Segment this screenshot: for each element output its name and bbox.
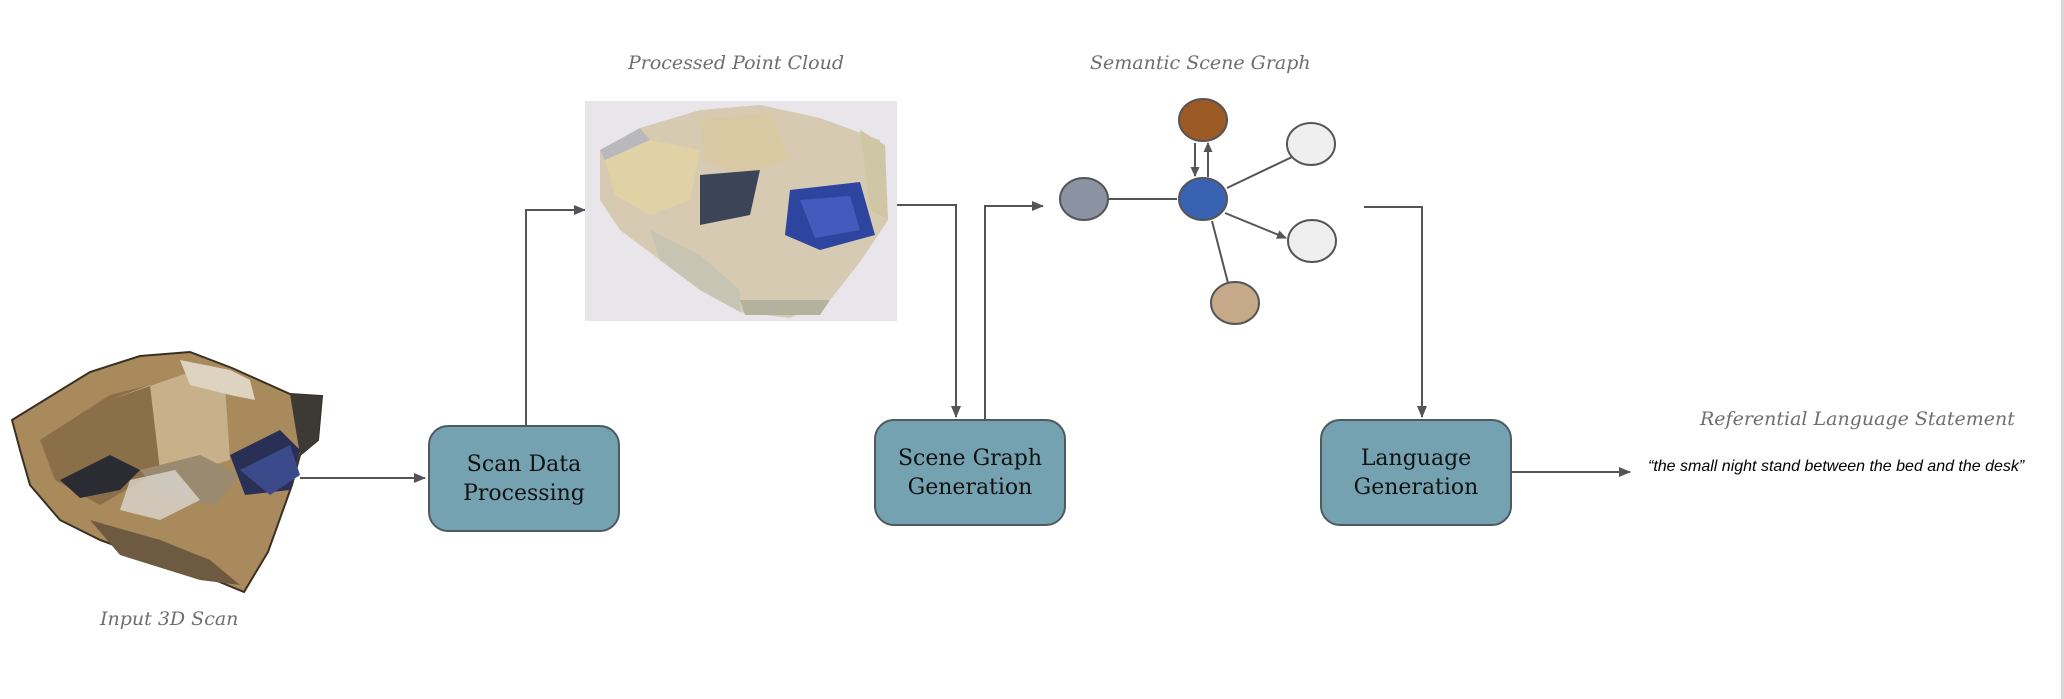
page-edge (2061, 0, 2064, 699)
edge-center-tan (1211, 220, 1229, 284)
scene-graph-edges (1108, 142, 1293, 284)
caption-point-cloud: Processed Point Cloud (627, 52, 845, 74)
box-line: Language (1360, 445, 1472, 471)
scene-graph-nodes (1059, 98, 1337, 325)
box-line: Scan Data (466, 451, 582, 477)
scene-graph-generation-box: Scene Graph Generation (874, 419, 1066, 526)
edge-center-white1 (1226, 156, 1293, 189)
input-scan-image (10, 350, 324, 594)
node-tan (1210, 281, 1260, 325)
point-cloud-image (585, 101, 897, 321)
node-brown (1178, 98, 1228, 142)
box-line: Generation (907, 474, 1033, 500)
node-white-1 (1286, 122, 1336, 166)
arrow-graphgen-to-graph (984, 201, 1044, 419)
scan-data-processing-box: Scan Data Processing (428, 425, 620, 532)
caption-statement: Referential Language Statement (1700, 408, 2015, 430)
box-line: Generation (1353, 474, 1479, 500)
edge-center-white2 (1224, 212, 1287, 239)
box-line: Scene Graph (897, 445, 1043, 471)
language-generation-box: Language Generation (1320, 419, 1512, 526)
caption-input-scan: Input 3D Scan (100, 608, 239, 630)
referential-statement: “the small night stand between the bed a… (1648, 458, 2025, 475)
node-white-2 (1287, 219, 1337, 263)
node-center (1178, 177, 1228, 221)
arrow-processing-to-pointcloud (525, 205, 586, 425)
arrow-pointcloud-to-graphgen (897, 204, 961, 418)
box-line: Processing (463, 480, 585, 506)
caption-scene-graph: Semantic Scene Graph (1090, 52, 1311, 74)
arrow-graph-to-langgen (1364, 206, 1427, 418)
node-gray (1059, 177, 1109, 221)
